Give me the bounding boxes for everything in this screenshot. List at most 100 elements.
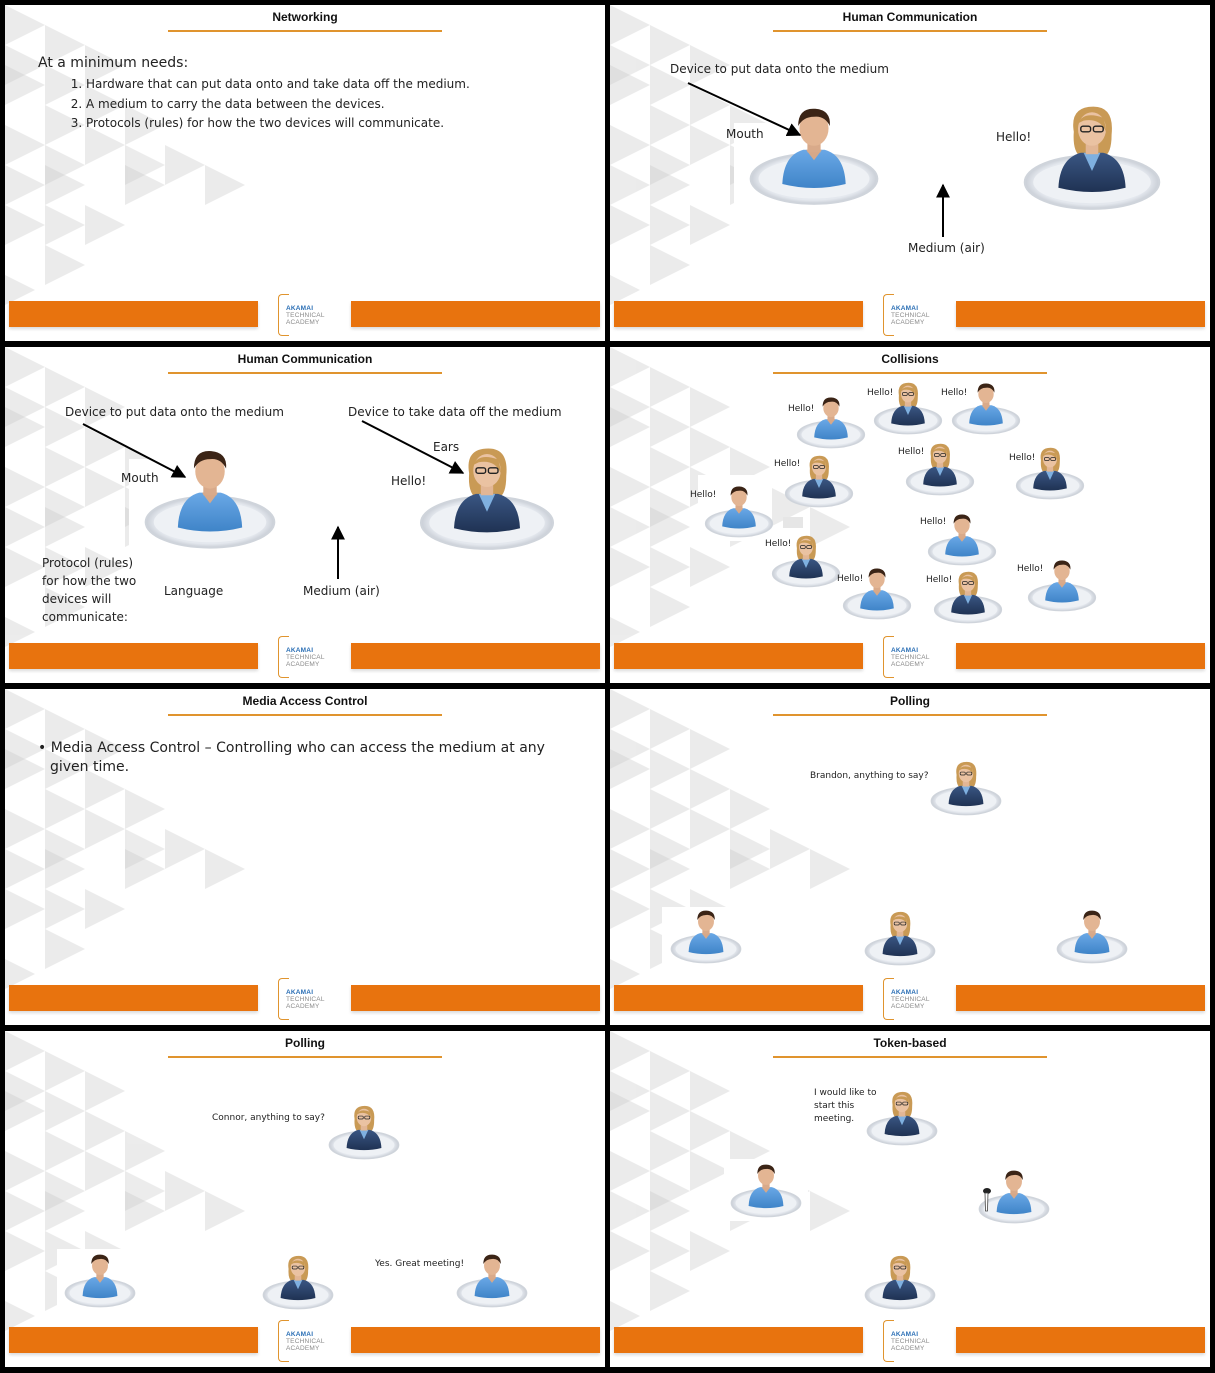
- slide-title: Collisions: [881, 352, 939, 366]
- slide-polling-1[interactable]: Polling Brandon, anything to say? AKAMAI…: [610, 689, 1210, 1025]
- man-figure: [668, 907, 744, 965]
- footer-bar-right: [351, 643, 600, 669]
- triangle-background: [610, 689, 1210, 1025]
- label-device-put: Device to put data onto the medium: [670, 62, 889, 76]
- slide-title: Polling: [890, 694, 930, 708]
- triangle-background: [610, 1031, 1210, 1367]
- slide-networking[interactable]: Networking At a minimum needs: Hardware …: [5, 5, 605, 341]
- footer-bar-right: [956, 643, 1205, 669]
- footer-bar-left: [614, 985, 863, 1011]
- list-item: Hardware that can put data onto and take…: [86, 75, 470, 95]
- label-medium: Medium (air): [908, 241, 985, 255]
- slide-title: Token-based: [873, 1036, 947, 1050]
- title-rule: [773, 372, 1047, 374]
- footer-bar-right: [351, 301, 600, 327]
- woman-figure: [862, 909, 938, 967]
- slide-media-access-control[interactable]: Media Access Control • Media Access Cont…: [5, 689, 605, 1025]
- title-rule: [773, 714, 1047, 716]
- bullet-text: • Media Access Control – Controlling who…: [38, 740, 545, 775]
- footer-bar-right: [351, 985, 600, 1011]
- label-answer: Yes. Great meeting!: [375, 1259, 465, 1269]
- title-rule: [168, 30, 442, 32]
- footer-bar-left: [614, 643, 863, 669]
- image-backdrop: [783, 517, 803, 528]
- man-figure: [796, 394, 866, 450]
- footer-bar-right: [956, 985, 1205, 1011]
- slide-title: Polling: [285, 1036, 325, 1050]
- slide-title: Media Access Control: [242, 694, 368, 708]
- man-figure: [728, 1161, 804, 1219]
- slide-collisions[interactable]: Collisions Hello! Hello! Hello! Hello! H…: [610, 347, 1210, 683]
- list-lead: At a minimum needs:: [38, 55, 189, 71]
- slide-polling-2[interactable]: Polling Connor, anything to say? Yes. Gr…: [5, 1031, 605, 1367]
- slide-title: Networking: [272, 10, 338, 24]
- woman-figure: [928, 759, 1004, 817]
- label-hello: Hello!: [996, 130, 1032, 144]
- label-hello: Hello!: [765, 539, 792, 549]
- title-rule: [773, 1056, 1047, 1058]
- list-item: Protocols (rules) for how the two device…: [86, 114, 470, 134]
- slide-human-communication-2[interactable]: Human Communication Device to put data o…: [5, 347, 605, 683]
- title-rule: [168, 1056, 442, 1058]
- title-rule: [168, 714, 442, 716]
- label-language: Language: [164, 584, 224, 598]
- label-hello: Hello!: [690, 490, 717, 500]
- footer-bar-left: [9, 643, 258, 669]
- label-hello: Hello!: [391, 474, 427, 488]
- woman-figure: [327, 1103, 401, 1161]
- man-figure: [748, 101, 880, 209]
- label-hello: Hello!: [788, 404, 815, 414]
- label-hello: Hello!: [941, 388, 968, 398]
- slide-token-based[interactable]: Token-based I would like to start this m…: [610, 1031, 1210, 1367]
- title-rule: [168, 372, 442, 374]
- footer-bar-right: [956, 1327, 1205, 1353]
- label-hello: Hello!: [926, 575, 953, 585]
- label-hello: Hello!: [1017, 564, 1044, 574]
- label-question: Brandon, anything to say?: [810, 771, 929, 781]
- label-speech: I would like to start this meeting.: [814, 1088, 877, 1124]
- label-question: Connor, anything to say?: [212, 1113, 325, 1123]
- slide-title: Human Communication: [237, 352, 373, 366]
- footer-bar-left: [9, 301, 258, 327]
- woman-figure: [862, 1253, 938, 1311]
- woman-figure: [864, 1089, 940, 1147]
- slide-title: Human Communication: [842, 10, 978, 24]
- slide-human-communication-1[interactable]: Human Communication Device to put data o…: [610, 5, 1210, 341]
- footer-bar-left: [614, 1327, 863, 1353]
- woman-figure: [417, 443, 557, 553]
- man-figure: [143, 443, 277, 553]
- label-medium: Medium (air): [303, 584, 380, 598]
- label-device-take: Device to take data off the medium: [348, 405, 562, 419]
- label-hello: Hello!: [774, 459, 801, 469]
- man-figure: [455, 1251, 529, 1309]
- label-hello: Hello!: [898, 447, 925, 457]
- man-figure: [63, 1251, 137, 1309]
- footer-bar-left: [9, 985, 258, 1011]
- label-hello: Hello!: [920, 517, 947, 527]
- requirements-list: At a minimum needs: Hardware that can pu…: [38, 55, 470, 134]
- footer-bar-right: [351, 1327, 600, 1353]
- footer-bar-left: [9, 1327, 258, 1353]
- woman-figure: [261, 1253, 335, 1311]
- title-rule: [773, 30, 1047, 32]
- label-hello: Hello!: [867, 388, 894, 398]
- woman-figure: [1020, 101, 1164, 213]
- label-hello: Hello!: [837, 574, 864, 584]
- label-device-put: Device to put data onto the medium: [65, 405, 284, 419]
- label-hello: Hello!: [1009, 453, 1036, 463]
- footer-bar-right: [956, 301, 1205, 327]
- man-figure: [1054, 907, 1130, 965]
- list-item: A medium to carry the data between the d…: [86, 95, 470, 115]
- triangle-background: [5, 1031, 605, 1367]
- label-protocol: Protocol (rules) for how the two devices…: [42, 556, 137, 624]
- footer-bar-left: [614, 301, 863, 327]
- man-figure: [976, 1167, 1052, 1225]
